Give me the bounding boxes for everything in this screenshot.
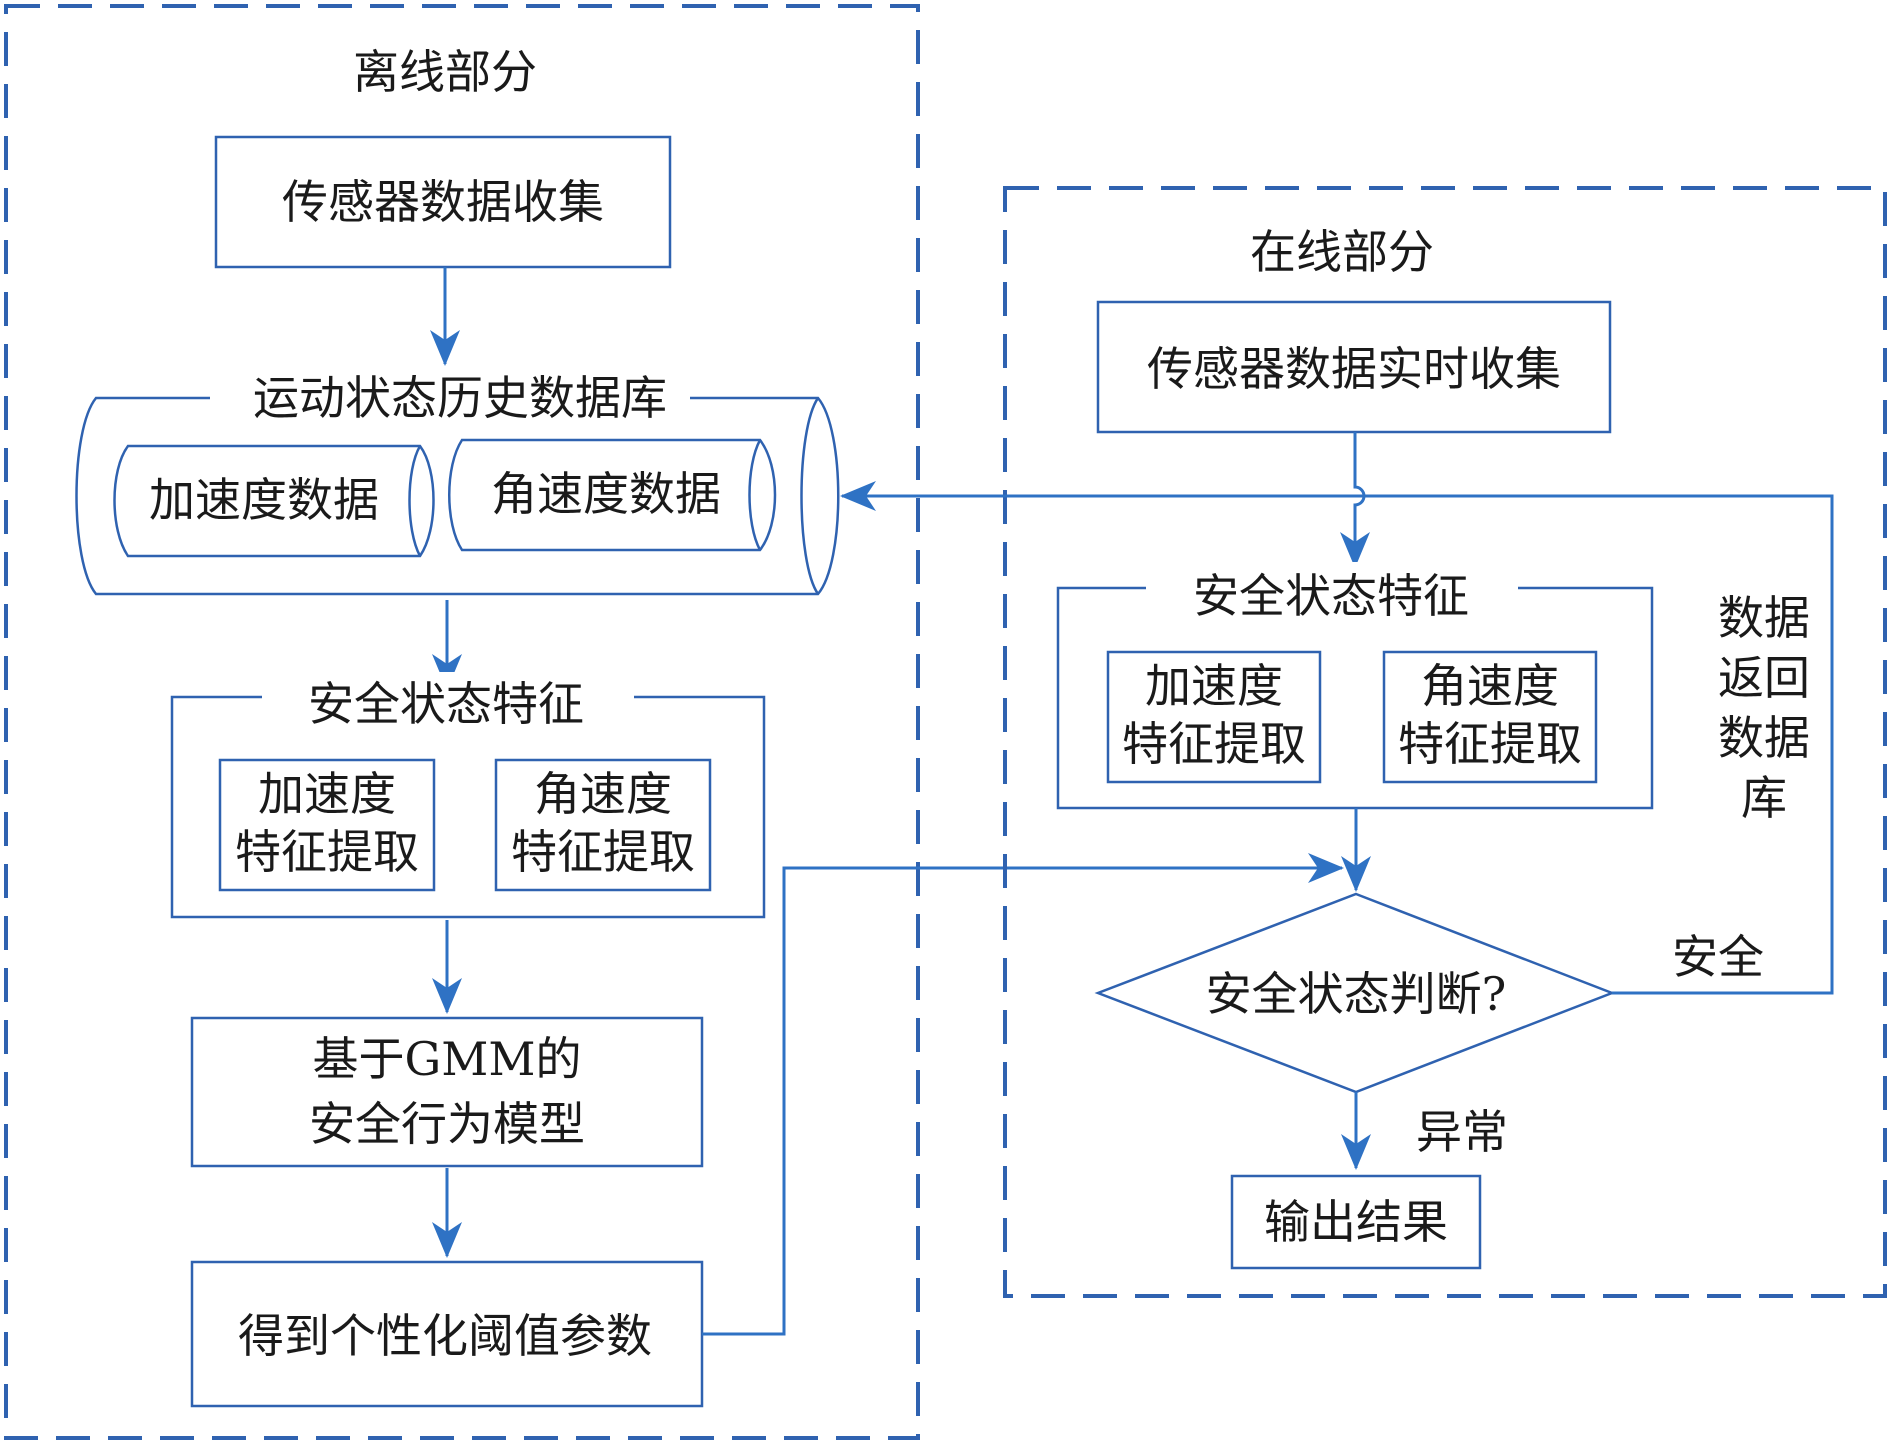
offline-ang-feature-line1: 角速度	[534, 767, 672, 821]
gmm-model-line2: 安全行为模型	[309, 1097, 585, 1151]
ang-data-label: 角速度数据	[491, 467, 721, 521]
online-region-frame	[1003, 186, 1887, 1298]
gmm-model-box	[190, 1016, 704, 1168]
database-cylinder-cap	[800, 397, 820, 595]
online-acc-feature-line2: 特征提取	[1122, 717, 1306, 771]
online-features-title: 安全状态特征	[1193, 569, 1469, 623]
threshold-box	[190, 1260, 704, 1408]
acc-data-label: 加速度数据	[149, 473, 379, 527]
return-label-line4: 库	[1741, 771, 1787, 825]
offline-collect-label: 传感器数据收集	[282, 175, 604, 229]
database-title: 运动状态历史数据库	[253, 371, 667, 425]
online-ang-feature-box	[1382, 650, 1598, 784]
gmm-model-line1: 基于GMM的	[313, 1032, 582, 1086]
arrow-safe-return-to-database	[840, 481, 1834, 995]
online-acc-feature-box	[1106, 650, 1322, 784]
offline-acc-feature-line1: 加速度	[258, 767, 396, 821]
return-label-line3: 数据	[1718, 711, 1810, 765]
offline-title: 离线部分	[353, 45, 537, 99]
offline-acc-feature-box	[218, 758, 436, 892]
output-label: 输出结果	[1264, 1195, 1448, 1249]
arrow-online-collect-to-features	[1340, 432, 1370, 568]
decision-label: 安全状态判断?	[1206, 967, 1507, 1021]
return-label-line1: 数据	[1718, 591, 1810, 645]
output-box	[1230, 1174, 1482, 1270]
offline-features-title: 安全状态特征	[308, 677, 584, 731]
online-ang-feature-line1: 角速度	[1421, 659, 1559, 713]
online-ang-feature-line2: 特征提取	[1398, 717, 1582, 771]
arrow-threshold-to-decision	[702, 853, 1344, 1336]
offline-ang-feature-box	[494, 758, 712, 892]
safe-label: 安全	[1672, 930, 1764, 984]
threshold-label: 得到个性化阈值参数	[238, 1309, 652, 1363]
offline-acc-feature-line2: 特征提取	[235, 825, 419, 879]
offline-region-frame	[4, 4, 920, 1440]
online-collect-label: 传感器数据实时收集	[1147, 342, 1561, 396]
abnormal-label: 异常	[1416, 1105, 1508, 1159]
online-acc-feature-line1: 加速度	[1145, 659, 1283, 713]
return-label-line2: 返回	[1718, 651, 1810, 705]
online-collect-box	[1096, 300, 1612, 434]
online-title: 在线部分	[1250, 225, 1434, 279]
history-database: 运动状态历史数据库 加速度数据 角速度数据	[75, 371, 840, 596]
offline-collect-box	[214, 135, 672, 269]
offline-ang-feature-line2: 特征提取	[511, 825, 695, 879]
